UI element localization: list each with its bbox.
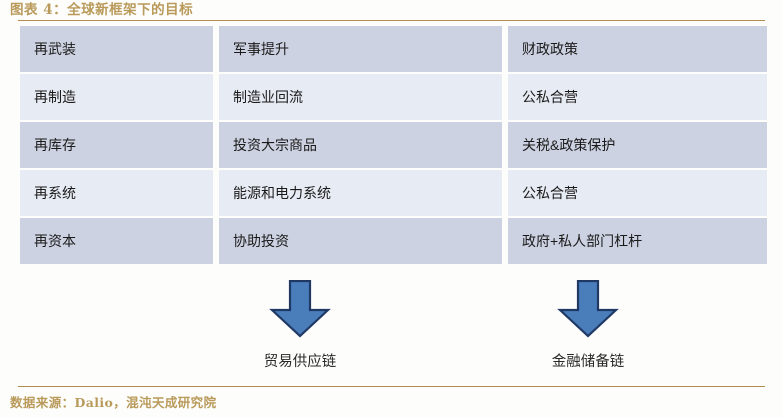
down-arrow-trade-supply-chain: [269, 280, 331, 338]
table-row: 再资本 协助投资 政府+私人部门杠杆: [20, 218, 767, 264]
table-cell: 再资本: [34, 233, 76, 249]
table-row: 再库存 投资大宗商品 关税&政策保护: [20, 122, 767, 168]
table-cell: 政府+私人部门杠杆: [522, 233, 643, 249]
column-gutter: [502, 170, 508, 216]
table-cell: 投资大宗商品: [233, 137, 317, 153]
table-cell: 再系统: [34, 185, 76, 201]
down-arrow-financial-reserve-chain: [557, 280, 619, 338]
table-cell: 公私合营: [522, 185, 578, 201]
title-divider: [18, 20, 765, 21]
source-note: 数据来源：Dalio，混沌天成研究院: [10, 395, 217, 410]
column-gutter: [213, 74, 219, 120]
outcome-label-financial-reserve-chain: 金融储备链: [551, 354, 625, 370]
column-gutter: [502, 74, 508, 120]
source-divider: [18, 386, 765, 387]
table-cell: 能源和电力系统: [233, 185, 331, 201]
column-gutter: [502, 218, 508, 264]
table-row: 再系统 能源和电力系统 公私合营: [20, 170, 767, 216]
column-gutter: [213, 26, 219, 72]
table-row: 再制造 制造业回流 公私合营: [20, 74, 767, 120]
table-cell: 再武装: [34, 41, 76, 57]
table-cell: 财政政策: [522, 41, 578, 57]
column-gutter: [213, 218, 219, 264]
column-gutter: [213, 122, 219, 168]
column-gutter: [502, 26, 508, 72]
outcome-label-trade-supply-chain: 贸易供应链: [263, 354, 337, 370]
page-title: 图表 4：全球新框架下的目标: [10, 2, 194, 18]
table-cell: 协助投资: [233, 233, 289, 249]
table-cell: 公私合营: [522, 89, 578, 105]
table-cell: 制造业回流: [233, 89, 303, 105]
table-cell: 再库存: [34, 137, 76, 153]
table-cell: 关税&政策保护: [522, 137, 616, 153]
column-gutter: [502, 122, 508, 168]
table-cell: 再制造: [34, 89, 76, 105]
table-cell: 军事提升: [233, 41, 289, 57]
column-gutter: [213, 170, 219, 216]
table-row: 再武装 军事提升 财政政策: [20, 26, 767, 72]
